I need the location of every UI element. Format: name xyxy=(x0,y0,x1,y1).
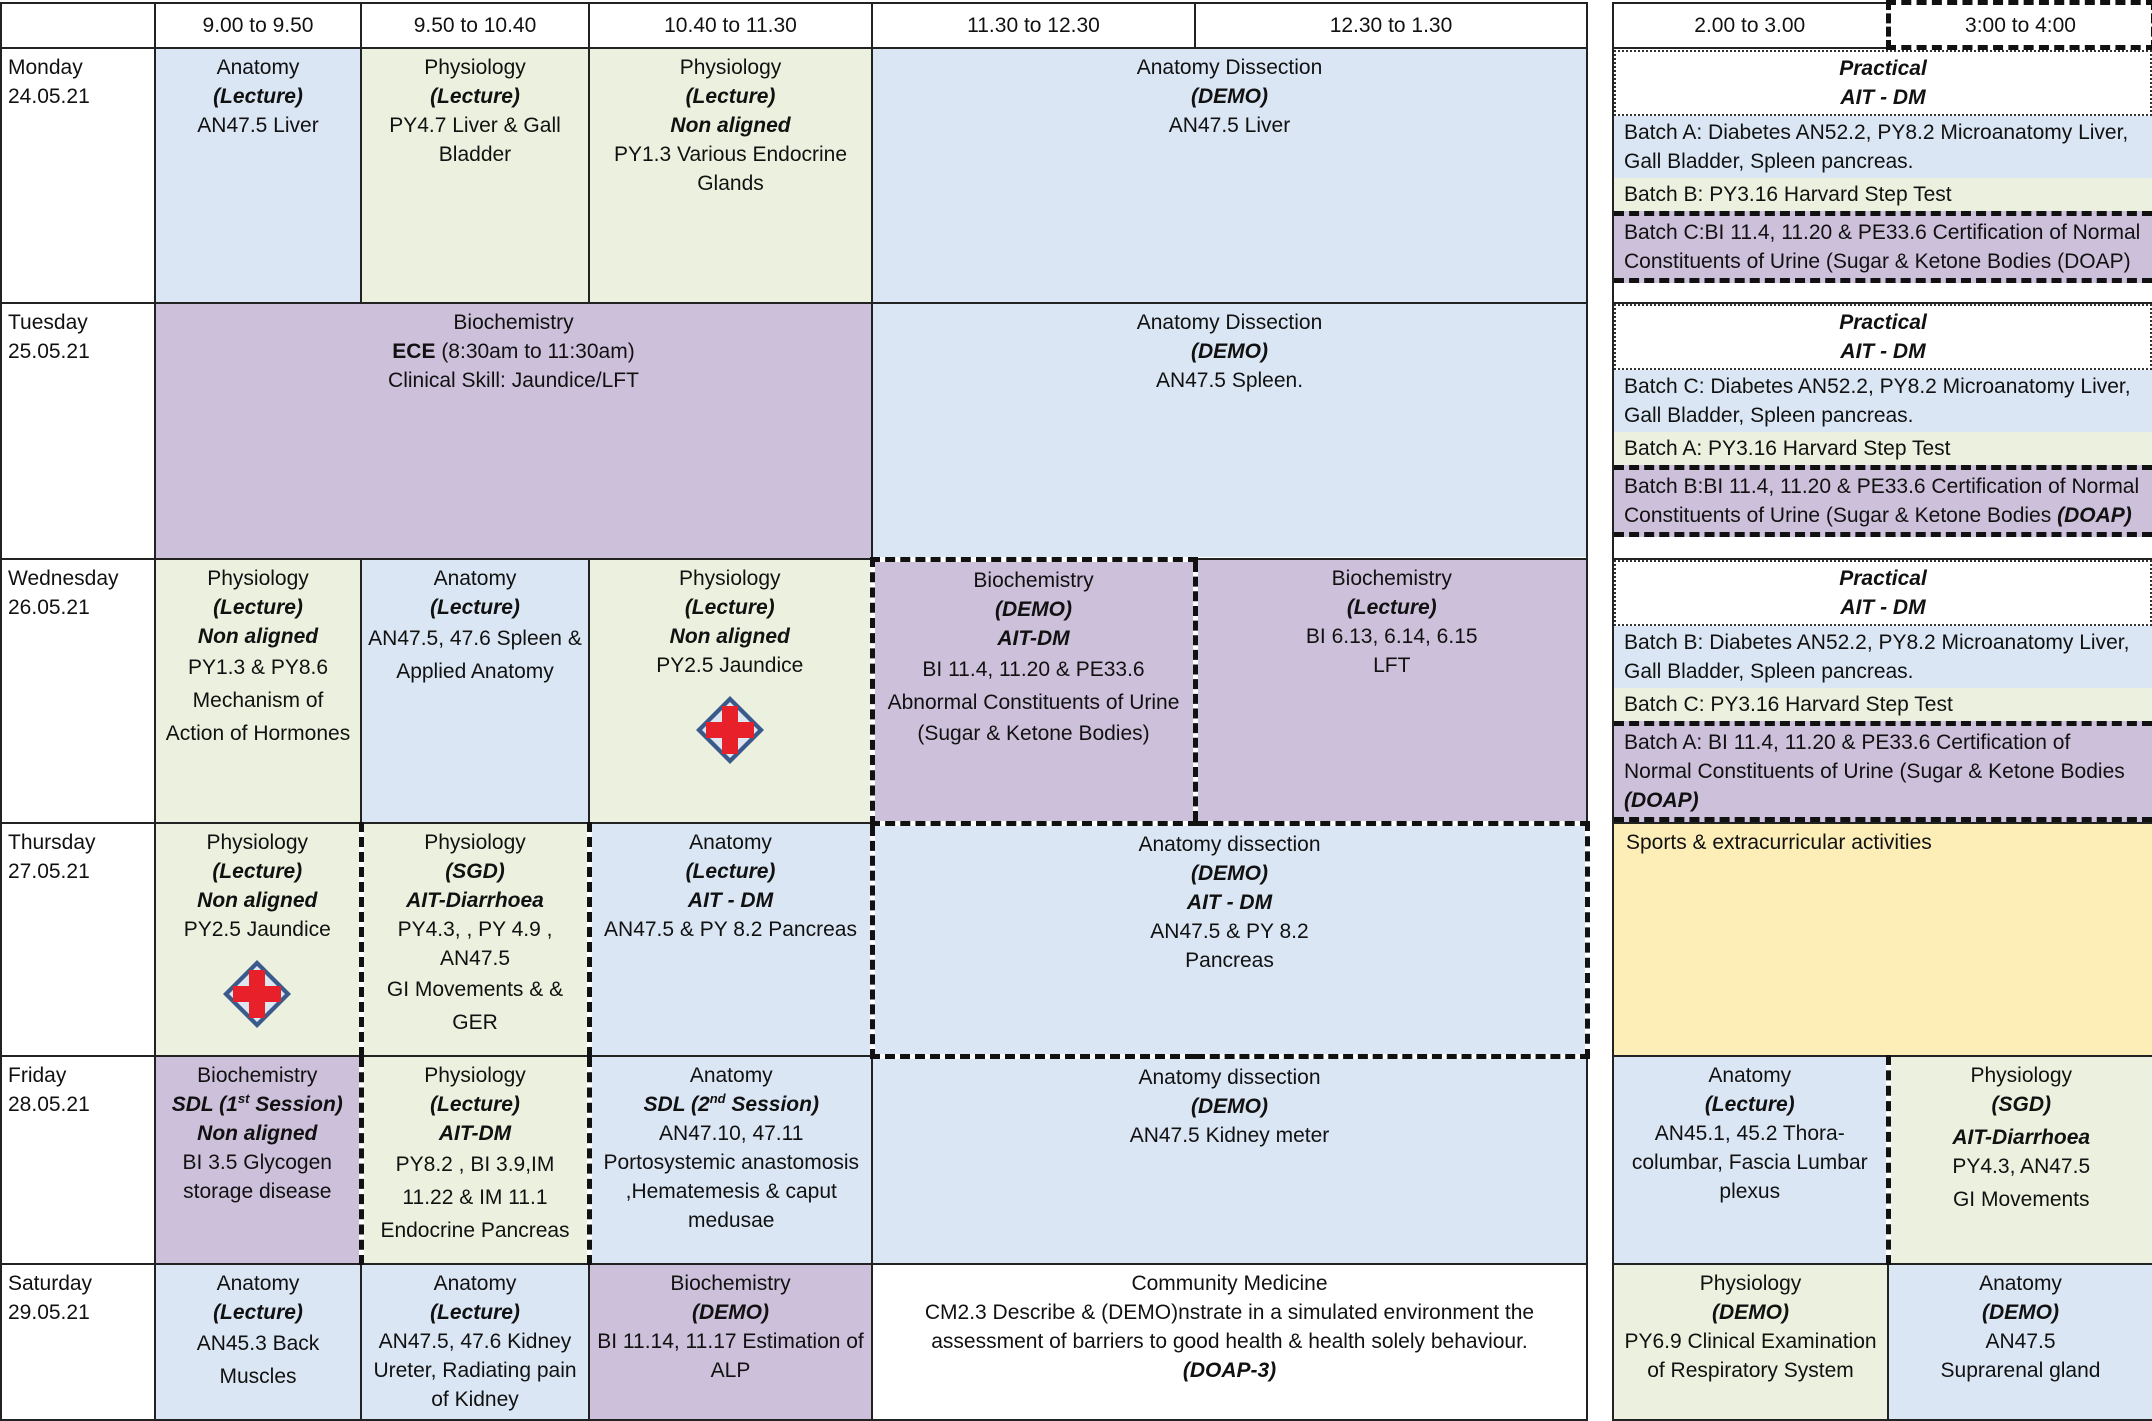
header-row: 9.00 to 9.50 9.50 to 10.40 10.40 to 11.3… xyxy=(0,0,2152,50)
lunch-gap xyxy=(1586,1056,1614,1264)
first-aid-cross-icon xyxy=(223,960,292,1028)
session-cell: Biochemistry ECE (8:30am to 11:30am) Cli… xyxy=(154,301,873,560)
session-cell: Biochemistry SDL (1st Session) Non align… xyxy=(154,1055,362,1265)
session-cell: Biochemistry(Lecture)BI 6.13, 6.14, 6.15… xyxy=(1192,558,1588,824)
session-cell: Anatomy(Lecture)AN47.5, 47.6 Spleen & Ap… xyxy=(360,558,590,824)
lunch-gap xyxy=(1586,823,1614,1056)
session-cell: Physiology(DEMO)PY6.9 Clinical Examinati… xyxy=(1612,1262,1889,1421)
session-cell: Physiology(Lecture)PY4.7 Liver & Gall Bl… xyxy=(360,46,590,304)
lunch-gap xyxy=(1586,2,1614,48)
session-cell: Anatomy Dissection(DEMO)AN47.5 Spleen. xyxy=(871,301,1588,560)
time-slot-1: 9.00 to 9.50 xyxy=(154,1,362,49)
time-slot-2: 9.50 to 10.40 xyxy=(360,1,590,49)
time-slot-6: 2.00 to 3.00 xyxy=(1612,1,1889,49)
session-cell: Anatomy Dissection(DEMO)AN47.5 Liver xyxy=(871,46,1588,304)
session-cell: Anatomy(Lecture)AN47.5, 47.6 Kidney Uret… xyxy=(360,1262,590,1421)
time-slot-7: 3:00 to 4:00 xyxy=(1885,0,2152,50)
lunch-gap xyxy=(1586,559,1614,823)
time-slot-4: 11.30 to 12.30 xyxy=(871,1,1196,49)
session-cell: Anatomy(Lecture)AN45.3 Back Muscles xyxy=(154,1262,362,1421)
session-cell: Anatomy(Lecture)AN45.1, 45.2 Thora-colum… xyxy=(1612,1055,1889,1265)
time-slot-3: 10.40 to 11.30 xyxy=(588,1,873,49)
lunch-gap xyxy=(1586,47,1614,303)
lunch-gap xyxy=(1586,1263,1614,1420)
session-cell: Biochemistry(DEMO)BI 11.14, 11.17 Estima… xyxy=(588,1262,873,1421)
session-cell: Anatomy SDL (2nd Session) AN47.10, 47.11… xyxy=(588,1055,873,1265)
first-aid-cross-icon xyxy=(695,696,764,764)
lunch-gap xyxy=(1586,302,1614,559)
session-cell: Anatomy(Lecture)AN47.5 Liver xyxy=(154,46,362,304)
sports-cell: Sports & extracurricular activities xyxy=(1612,822,2152,1057)
session-cell: Anatomy dissection(DEMO)AN47.5 Kidney me… xyxy=(871,1055,1588,1265)
corner-cell xyxy=(0,1,156,49)
time-slot-5: 12.30 to 1.30 xyxy=(1194,1,1588,49)
